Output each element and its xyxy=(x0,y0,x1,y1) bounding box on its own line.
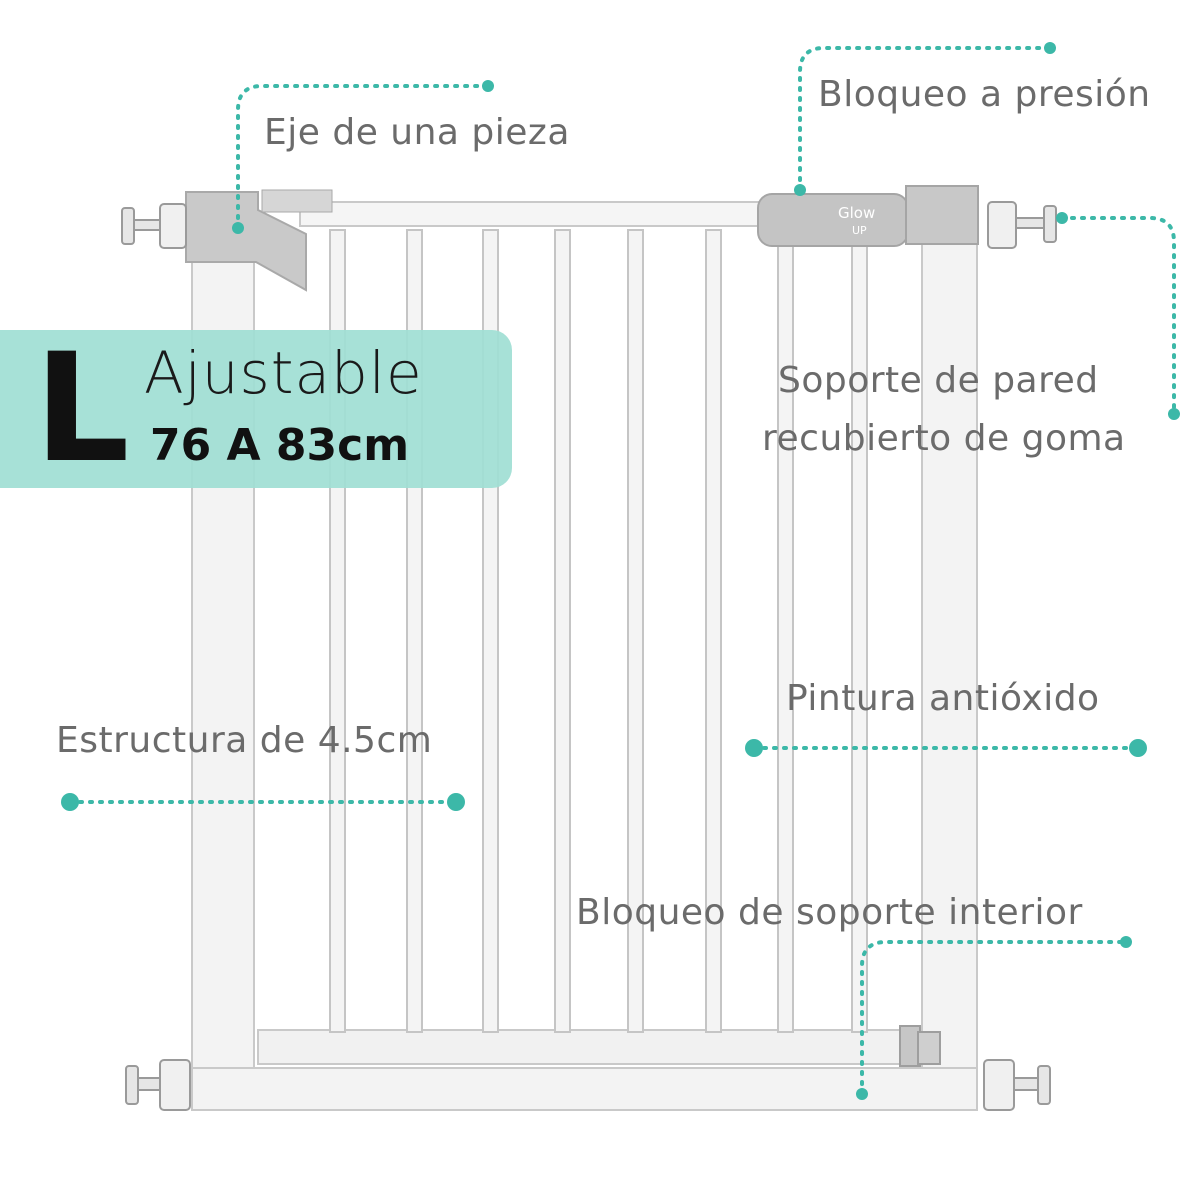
press-lock: Glow UP xyxy=(757,185,979,247)
wall-mounts xyxy=(121,201,1057,1111)
callout-inner-lock: Bloqueo de soporte interior xyxy=(576,892,1083,933)
callout-dots xyxy=(61,42,1180,1100)
svg-text:UP: UP xyxy=(852,224,867,237)
callout-axis: Eje de una pieza xyxy=(264,112,570,153)
callout-structure: Estructura de 4.5cm xyxy=(56,720,433,761)
size-badge: L Ajustable 76 A 83cm xyxy=(0,330,512,488)
callout-wall-support-line1: Soporte de pared xyxy=(778,360,1099,401)
brand-logo: Glow xyxy=(838,204,875,222)
gate-bars xyxy=(329,229,868,1033)
callout-paint: Pintura antióxido xyxy=(786,678,1100,719)
inner-lock xyxy=(899,1025,941,1067)
axis-hinge xyxy=(185,189,333,292)
callout-wall-support-line2: recubierto de goma xyxy=(762,418,1126,459)
callout-press-lock: Bloqueo a presión xyxy=(818,74,1151,115)
adjustable-label: Ajustable xyxy=(144,339,423,407)
size-range: 76 A 83cm xyxy=(150,420,410,471)
callout-lines xyxy=(68,46,1176,1096)
size-letter: L xyxy=(34,322,130,496)
